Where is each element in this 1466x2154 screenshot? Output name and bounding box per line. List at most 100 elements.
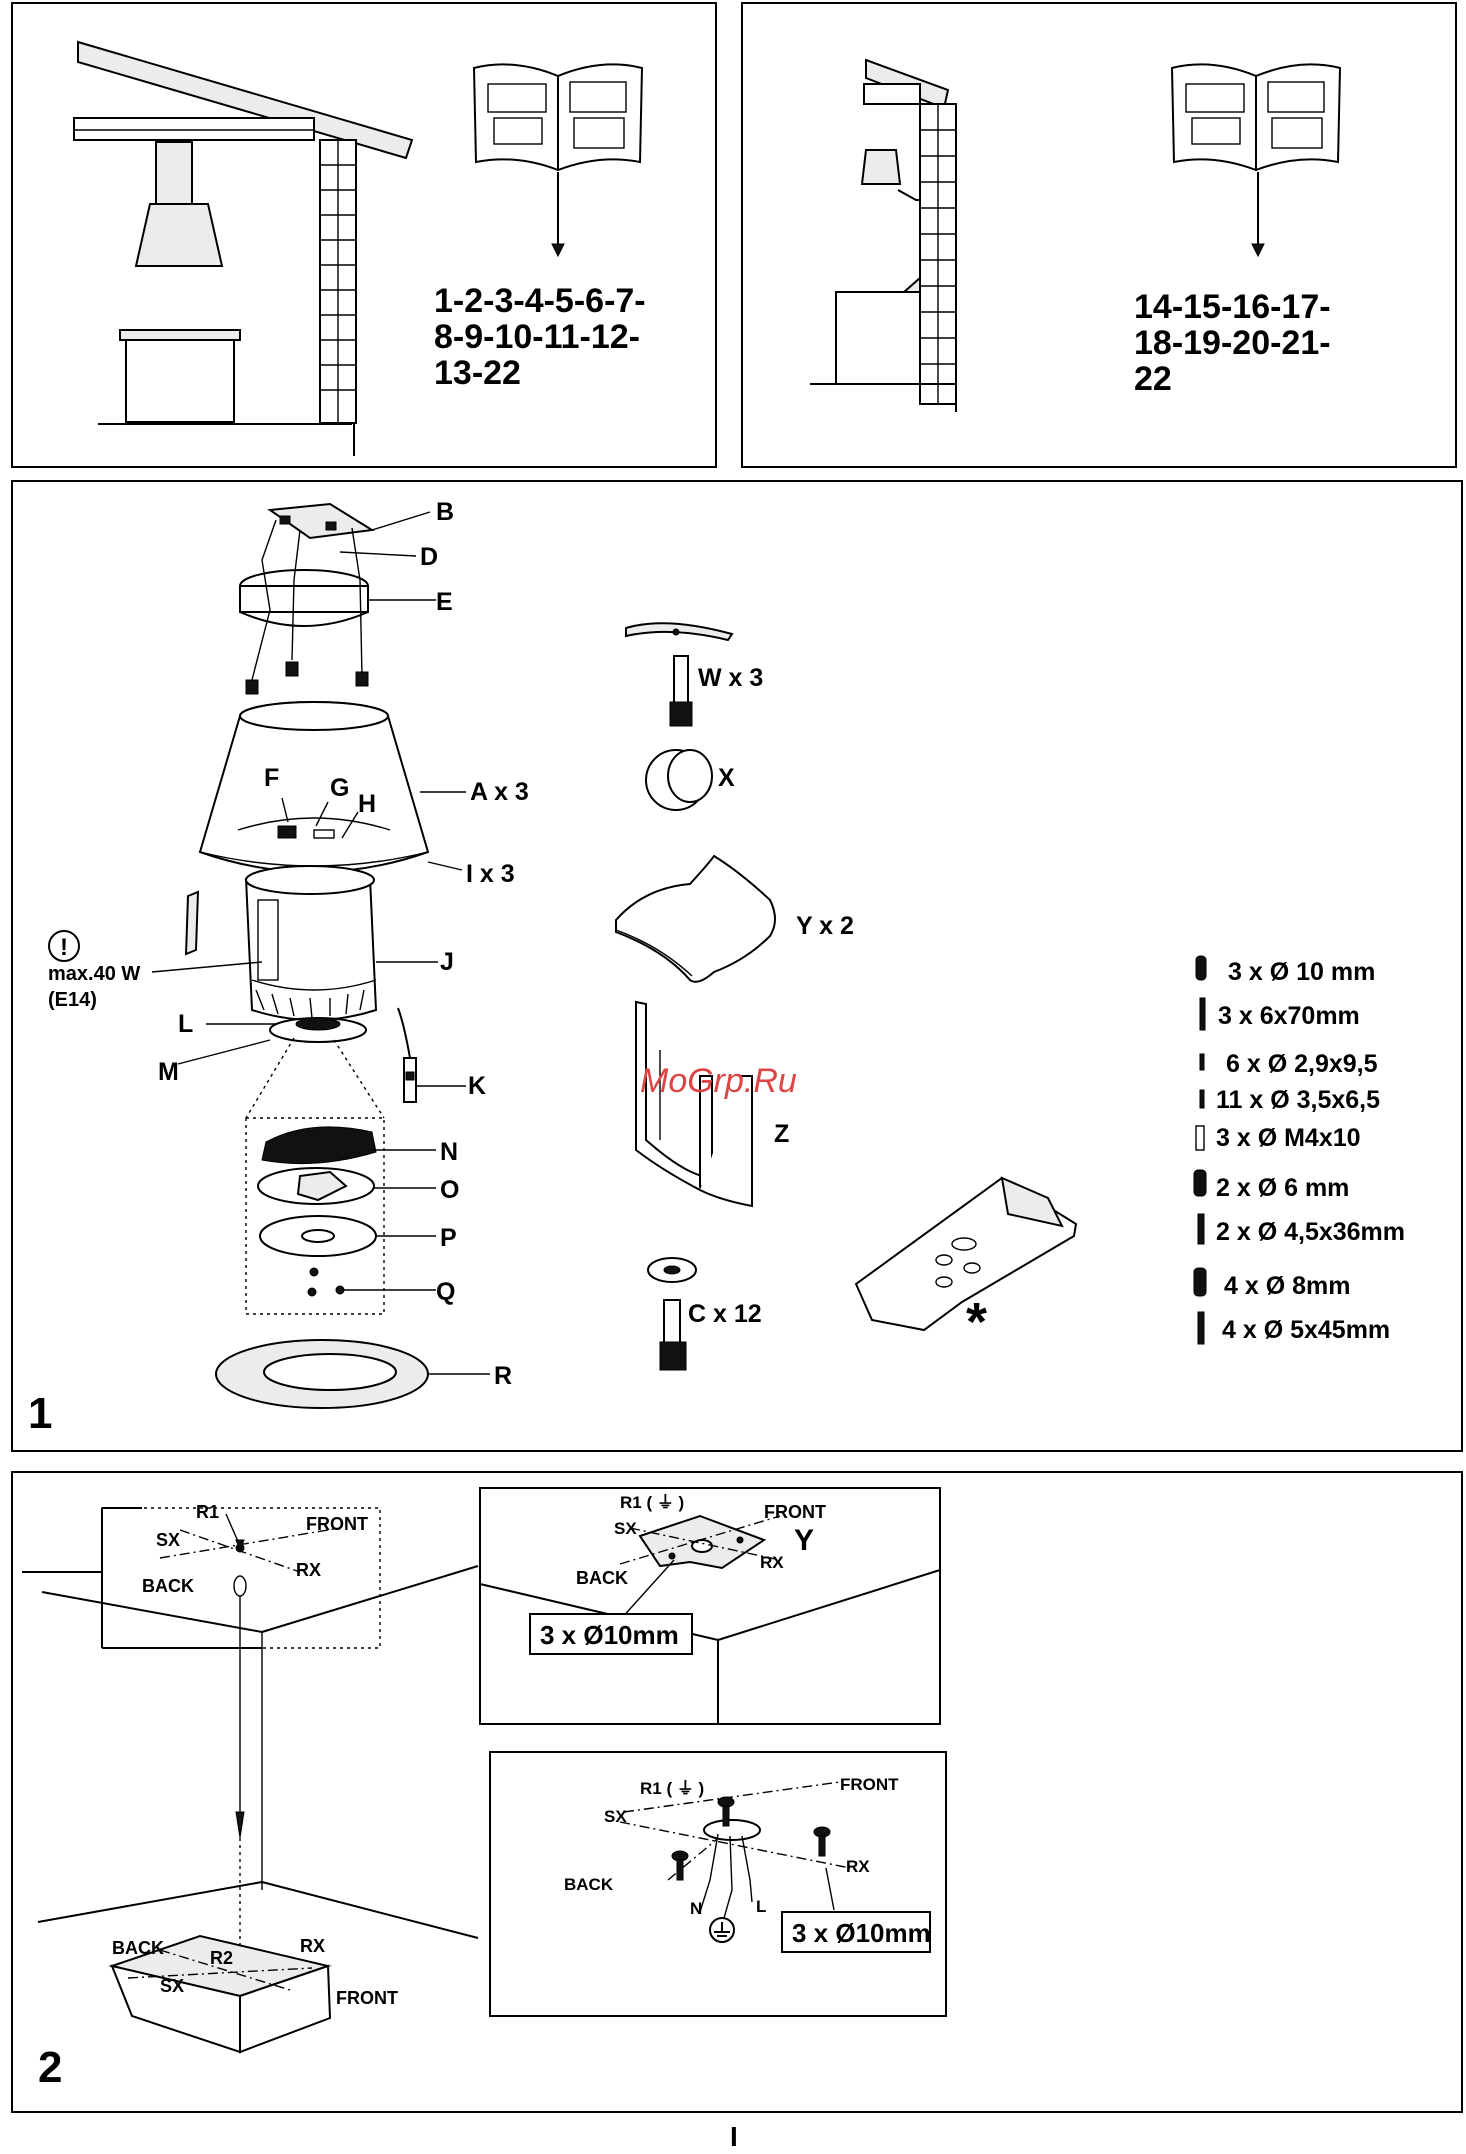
cloth-y-drawing (615, 854, 776, 983)
drill-size-box-2 (781, 1911, 931, 1953)
label-x: X (718, 764, 735, 792)
lamp-note-socket: (E14) (48, 989, 97, 1011)
drill-size: 3 x Ø10mm (540, 1620, 679, 1650)
label-p: P (440, 1224, 457, 1252)
screw-w-drawing (669, 655, 693, 727)
drill-size-box (529, 1613, 693, 1655)
label-n: N (690, 1899, 702, 1918)
ceiling-bracket-drawing (239, 502, 375, 695)
ground-icon (709, 1917, 735, 1943)
lampshade-drawing (198, 701, 430, 873)
label-rx: RX (296, 1560, 321, 1580)
label-c: C x 12 (688, 1300, 762, 1328)
watermark: MoGrp.Ru (640, 1062, 797, 1100)
drill-size-2: 3 x Ø10mm (792, 1918, 931, 1948)
sequence-line-1b: 14-15-16-17- (1134, 288, 1331, 326)
figure-number-2: 2 (38, 2043, 62, 2092)
filter-parts-drawing (245, 1037, 385, 1315)
label-sx-3: SX (614, 1519, 637, 1538)
screw-icon (1199, 997, 1206, 1031)
screw-icon (1199, 1053, 1205, 1071)
label-front-4: FRONT (840, 1775, 899, 1794)
page-number: I (730, 2121, 738, 2152)
label-back-3: BACK (576, 1568, 628, 1588)
sequence-line-1: 1-2-3-4-5-6-7- (434, 282, 646, 320)
cap-x-drawing (645, 749, 713, 811)
label-front-2: FRONT (336, 1988, 398, 2008)
label-i: I x 3 (466, 860, 515, 888)
hardware-item: 3 x Ø 10 mm (1228, 958, 1375, 986)
svg-text:!: ! (60, 934, 68, 961)
screw-icon (1197, 1311, 1205, 1345)
label-l: L (178, 1010, 193, 1038)
label-m: M (158, 1058, 179, 1086)
warning-icon: ! (48, 930, 80, 962)
hardware-item: 6 x Ø 2,9x9,5 (1226, 1050, 1378, 1078)
label-front: FRONT (306, 1514, 368, 1534)
hardware-icons (1193, 955, 1207, 1345)
sequence-line-2b: 18-19-20-21- (1134, 324, 1331, 362)
panel-wall-installation: 14-15-16-17- 18-19-20-21- 22 (741, 2, 1457, 468)
screw-icon (717, 1796, 735, 1827)
label-e: E (436, 588, 453, 616)
plug-icon (1193, 1267, 1207, 1297)
label-back-2: BACK (112, 1938, 164, 1958)
label-g: G (330, 774, 349, 802)
detail-template-drilling: 3 x Ø10mm R1 ( ⏚ ) FRONT SX Y RX BACK (479, 1487, 941, 1725)
screw-icon (1199, 1089, 1205, 1109)
plug-icon (1193, 1169, 1207, 1197)
screw-icon (671, 1850, 689, 1881)
hardware-list: 3 x Ø 10 mm 3 x 6x70mm 6 x Ø 2,9x9,5 11 … (1216, 958, 1405, 1344)
label-w: W x 3 (698, 664, 763, 692)
label-j: J (440, 948, 454, 976)
washer-screw-c-drawing (647, 1257, 697, 1371)
label-rx-3: RX (760, 1553, 784, 1572)
screw-icon (813, 1826, 831, 1857)
figure-number-1: 1 (28, 1389, 52, 1438)
island-cabinet-drawing (125, 329, 235, 423)
hood-chimney-drawing (155, 141, 193, 205)
hardware-item: 4 x Ø 5x45mm (1222, 1316, 1390, 1344)
template-card-drawing (854, 1176, 1078, 1332)
hardware-item: 2 x Ø 6 mm (1216, 1174, 1349, 1202)
motor-unit-drawing (184, 865, 378, 1043)
label-r2: R2 (210, 1948, 233, 1968)
hardware-item: 3 x Ø M4x10 (1216, 1124, 1361, 1152)
label-r: R (494, 1362, 512, 1390)
hardware-item: 4 x Ø 8mm (1224, 1272, 1350, 1300)
label-star: * (966, 1292, 987, 1352)
screw-icon (1195, 1125, 1205, 1151)
label-r1-ground-2: R1 ( ⏚ ) (640, 1779, 704, 1798)
manual-book-icon (472, 63, 644, 172)
label-sx-2: SX (160, 1976, 184, 1996)
label-rx-4: RX (846, 1857, 870, 1876)
label-b: B (436, 498, 454, 526)
label-o: O (440, 1176, 459, 1204)
label-y-2: Y (794, 1524, 814, 1557)
hardware-item: 2 x Ø 4,5x36mm (1216, 1218, 1405, 1246)
trim-ring-drawing (215, 1339, 429, 1409)
label-rx-2: RX (300, 1936, 325, 1956)
label-r1-ground: R1 ( ⏚ ) (620, 1493, 684, 1512)
label-l-wire: L (756, 1897, 766, 1916)
bulb-drawing (397, 1007, 417, 1103)
label-sx-4: SX (604, 1807, 627, 1826)
leader-lines (151, 511, 490, 1375)
label-h: H (358, 790, 376, 818)
label-f: F (264, 764, 279, 792)
label-q: Q (436, 1278, 455, 1306)
plate-w-drawing (625, 622, 734, 642)
label-a: A x 3 (470, 778, 529, 806)
figure-2-ceiling-marking: R1 FRONT SX RX BACK BACK R2 RX SX FRONT … (11, 1471, 1463, 2113)
label-front-3: FRONT (764, 1502, 826, 1522)
panel-island-installation: 1-2-3-4-5-6-7- 8-9-10-11-12- 13-22 (11, 2, 717, 468)
hardware-item: 11 x Ø 3,5x6,5 (1216, 1086, 1380, 1114)
lamp-note-watt: max.40 W (48, 963, 140, 985)
sequence-line-2: 8-9-10-11-12- (434, 318, 640, 356)
bracket-z-drawing (635, 1000, 753, 1208)
figure-1-parts-list: B D E A x 3 F G H I x 3 J L M K N O P Q … (11, 480, 1463, 1452)
label-d: D (420, 543, 438, 571)
label-y: Y x 2 (796, 912, 854, 940)
hardware-item: 3 x 6x70mm (1218, 1002, 1360, 1030)
